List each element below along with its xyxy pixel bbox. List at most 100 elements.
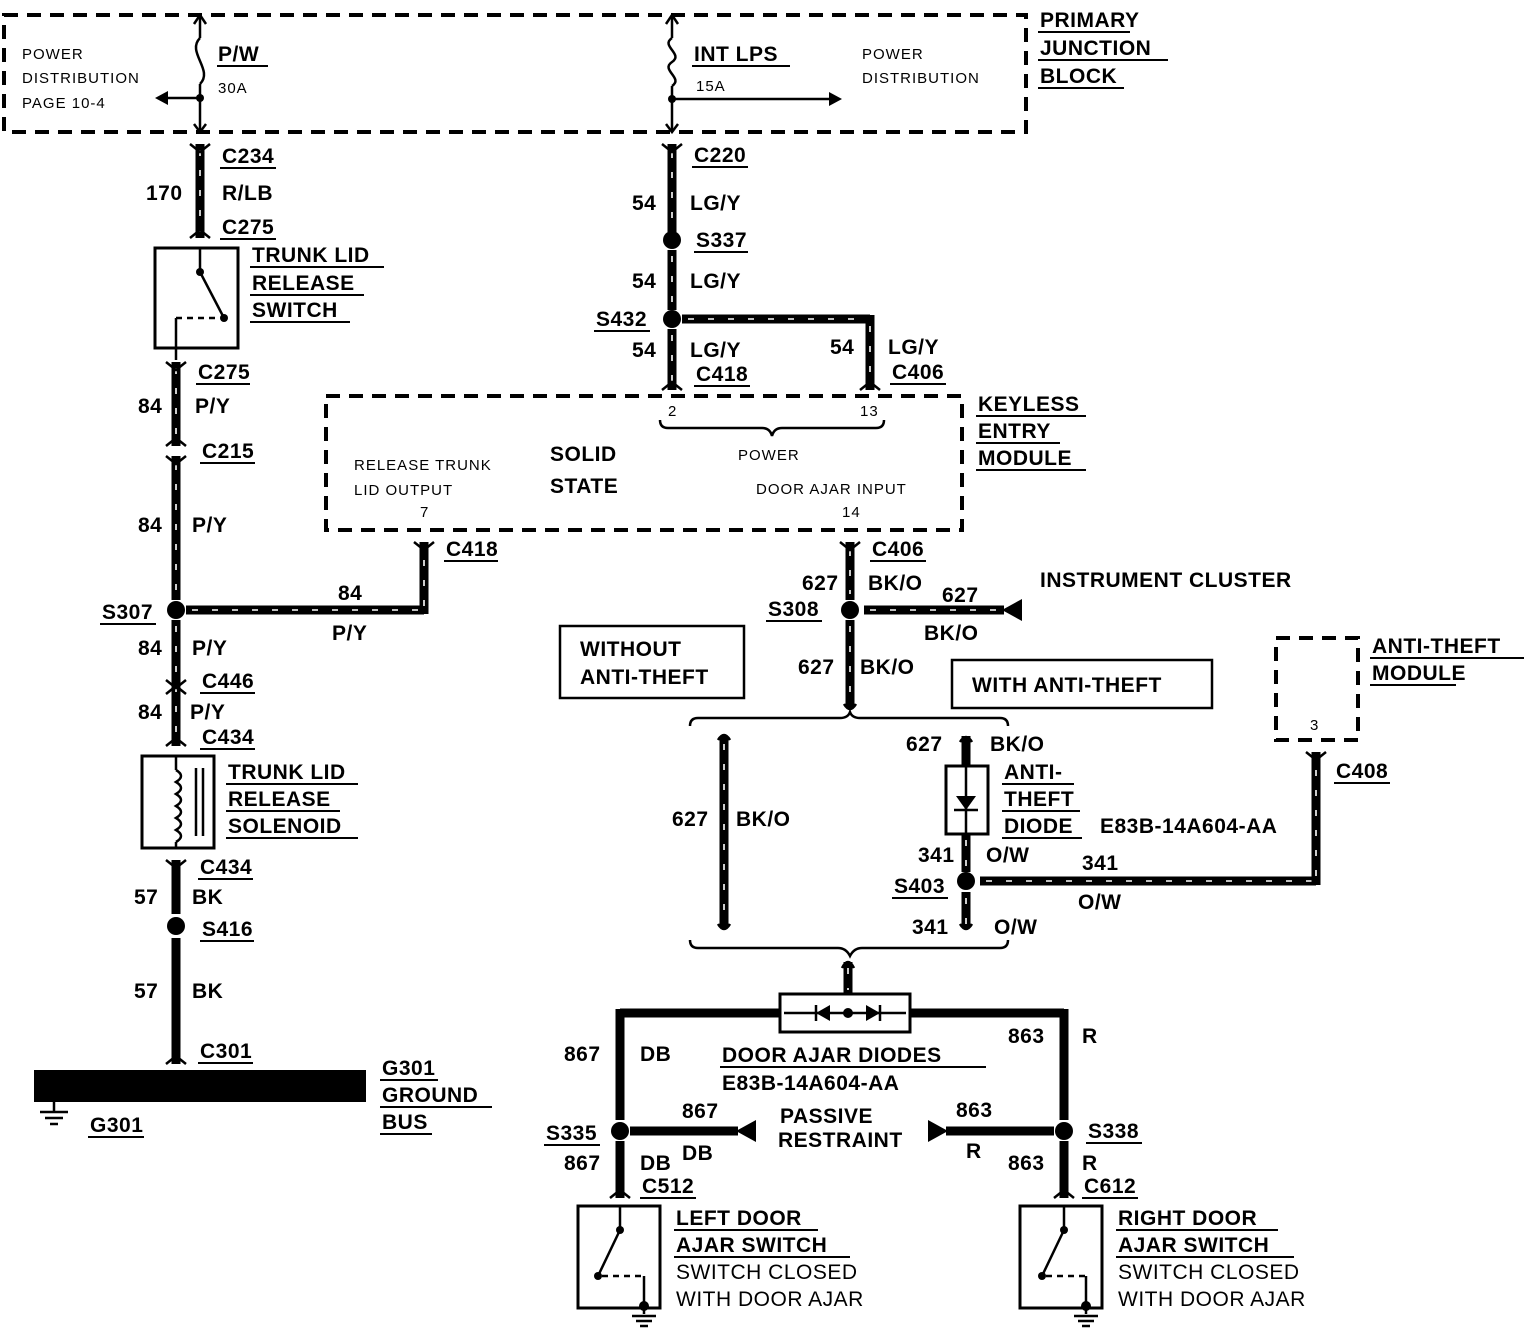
ground-g301-label: G301: [90, 1114, 143, 1137]
svg-text:ANTI-: ANTI-: [1004, 761, 1063, 784]
svg-text:BLOCK: BLOCK: [1040, 65, 1117, 88]
solid-state-label-2: STATE: [550, 475, 618, 498]
wire-867-loop: [615, 1008, 780, 1120]
color-r-a: R: [1082, 1025, 1098, 1048]
svg-text:SWITCH: SWITCH: [252, 299, 338, 322]
color-py-a: P/Y: [195, 395, 230, 418]
splice-s338-label: S338: [1088, 1120, 1139, 1143]
splice-s403-label: S403: [894, 875, 945, 898]
circuit-84-b: 84: [138, 514, 162, 537]
splice-s307-label: S307: [102, 601, 153, 624]
connector-c446: C446: [202, 670, 254, 693]
without-anti-theft-box: WITHOUT ANTI-THEFT: [558, 624, 746, 700]
keyless-entry-module-outline: [324, 394, 964, 532]
svg-text:SOLENOID: SOLENOID: [228, 815, 342, 838]
color-py-horizontal: P/Y: [332, 622, 367, 645]
circuit-867-c: 867: [564, 1152, 601, 1175]
fuse-pw: P/W 30A: [155, 12, 268, 135]
circuit-341-a: 341: [918, 844, 955, 867]
wire-627-cluster: [864, 599, 1022, 621]
instrument-cluster-label: INSTRUMENT CLUSTER: [1040, 569, 1292, 592]
color-r-c: R: [1082, 1152, 1098, 1175]
color-bko-b: BK/O: [924, 622, 979, 645]
svg-text:RIGHT DOOR: RIGHT DOOR: [1118, 1207, 1257, 1230]
circuit-54-a: 54: [632, 192, 656, 215]
circuit-54-d: 54: [830, 336, 854, 359]
svg-text:PAGE 10-4: PAGE 10-4: [22, 95, 106, 112]
splice-s308-label: S308: [768, 598, 819, 621]
ground-symbol-g301: [40, 1102, 68, 1126]
svg-text:RELEASE: RELEASE: [228, 788, 331, 811]
circuit-84-d: 84: [138, 701, 162, 724]
primary-junction-block-title: PRIMARY JUNCTION BLOCK: [1038, 9, 1168, 89]
svg-text:WITH DOOR AJAR: WITH DOOR AJAR: [1118, 1288, 1306, 1311]
pin-14: 14: [842, 504, 861, 521]
pin-13: 13: [860, 403, 879, 420]
splice-s307: [167, 601, 185, 619]
svg-text:ANTI-THEFT: ANTI-THEFT: [1372, 635, 1501, 658]
solid-state-label: SOLID: [550, 443, 617, 466]
svg-text:MODULE: MODULE: [978, 447, 1072, 470]
circuit-170: 170: [146, 182, 183, 205]
ground-bus-title: G301 GROUND BUS: [380, 1057, 492, 1135]
circuit-627-e: 627: [906, 733, 943, 756]
svg-text:SWITCH CLOSED: SWITCH CLOSED: [1118, 1261, 1300, 1284]
anti-theft-module-title: ANTI-THEFT MODULE: [1370, 635, 1524, 686]
svg-text:RELEASE: RELEASE: [252, 272, 355, 295]
circuit-341-b: 341: [1082, 852, 1119, 875]
circuit-84-c: 84: [138, 637, 162, 660]
circuit-84-horizontal: 84: [338, 582, 362, 605]
option-bracket-top: [688, 708, 1010, 727]
connector-c434-top: C434: [202, 726, 254, 749]
connector-c215: C215: [202, 440, 254, 463]
anti-theft-diode-title: ANTI- THEFT DIODE: [1002, 761, 1082, 839]
svg-text:30A: 30A: [218, 80, 248, 97]
svg-text:SWITCH CLOSED: SWITCH CLOSED: [676, 1261, 858, 1284]
wire-170: [189, 143, 211, 239]
passive-restraint-label: PASSIVE: [780, 1105, 873, 1128]
circuit-863-c: 863: [1008, 1152, 1045, 1175]
connector-c234: C234: [222, 145, 274, 168]
circuit-627-b: 627: [942, 584, 979, 607]
svg-text:POWER: POWER: [22, 46, 84, 63]
color-py-c: P/Y: [192, 637, 227, 660]
wire-54-top: [661, 143, 683, 232]
svg-text:DIODE: DIODE: [1004, 815, 1073, 838]
connector-c612: C612: [1084, 1175, 1136, 1198]
splice-s338: [1055, 1122, 1073, 1140]
left-door-ajar-switch-title: LEFT DOOR AJAR SWITCH SWITCH CLOSED WITH…: [674, 1207, 863, 1311]
color-db-c: DB: [640, 1152, 671, 1175]
svg-text:DISTRIBUTION: DISTRIBUTION: [862, 70, 980, 87]
svg-text:P/W: P/W: [218, 43, 259, 66]
with-anti-theft-box: WITH ANTI-THEFT: [950, 658, 1214, 710]
left-door-ajar-switch: [576, 1204, 662, 1328]
svg-text:ENTRY: ENTRY: [978, 420, 1051, 443]
color-ow-b: O/W: [1078, 891, 1122, 914]
door-ajar-diodes: [778, 992, 912, 1034]
wire-627-top: [839, 541, 861, 600]
pin-3: 3: [1310, 717, 1319, 734]
option-bracket-bottom: [688, 939, 1010, 959]
wire-863-down: [1053, 1141, 1075, 1199]
svg-text:THEFT: THEFT: [1004, 788, 1074, 811]
circuit-627-a: 627: [802, 572, 839, 595]
connector-c418-bottom: C418: [446, 538, 498, 561]
trunk-lid-release-switch-title: TRUNK LID RELEASE SWITCH: [250, 244, 384, 323]
wire-84-horizontal: [186, 541, 435, 615]
wire-863-passive: [928, 1120, 1054, 1142]
svg-text:POWER: POWER: [862, 46, 924, 63]
svg-text:AJAR SWITCH: AJAR SWITCH: [1118, 1234, 1269, 1257]
svg-text:PRIMARY: PRIMARY: [1040, 9, 1140, 32]
color-r-b: R: [966, 1140, 982, 1163]
power-distribution-right: POWER DISTRIBUTION: [862, 46, 980, 87]
color-ow-c: O/W: [994, 916, 1038, 939]
color-rlb: R/LB: [222, 182, 273, 205]
wire-863-loop: [910, 1008, 1069, 1120]
circuit-84-a: 84: [138, 395, 162, 418]
wire-627-without: [716, 733, 732, 931]
splice-s335: [611, 1122, 629, 1140]
splice-s335-label: S335: [546, 1122, 597, 1145]
color-ow-a: O/W: [986, 844, 1030, 867]
trunk-lid-release-solenoid: [140, 754, 216, 850]
